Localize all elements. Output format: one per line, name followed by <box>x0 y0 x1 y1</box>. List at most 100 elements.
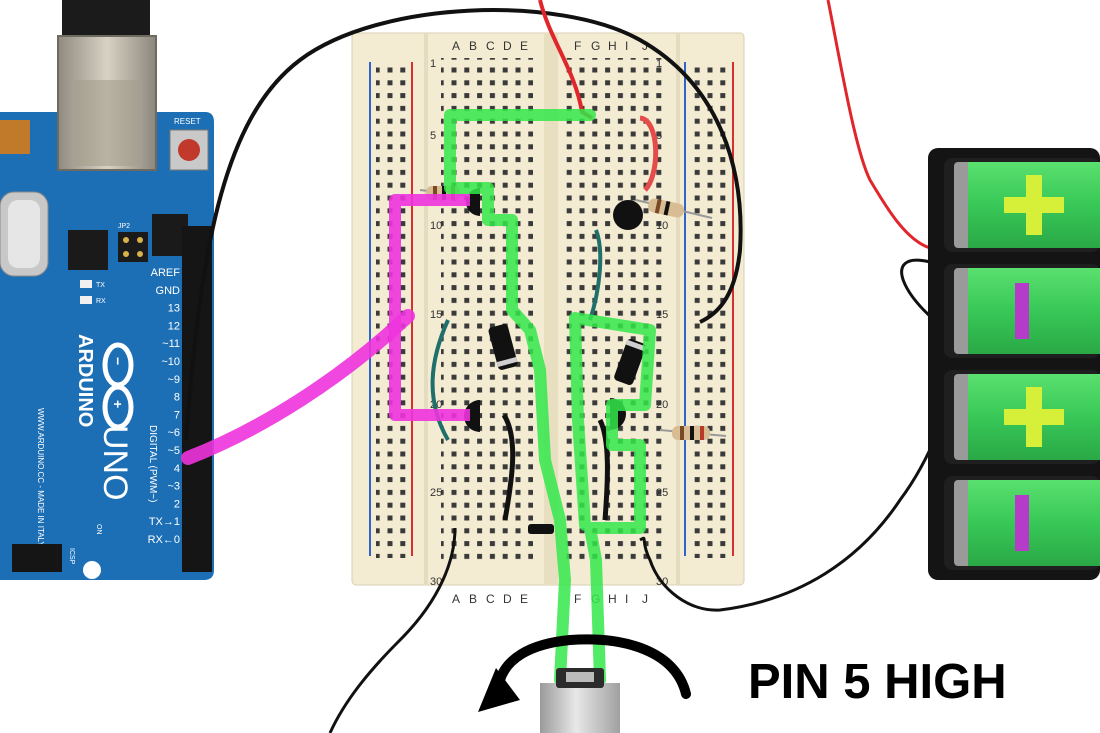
column-letter-bottom: C <box>486 592 495 606</box>
arduino-url: WWW.ARDUINO.CC - MADE IN ITALY <box>36 408 45 547</box>
rotation-arrow-head <box>478 668 520 712</box>
row-number-right: 1 <box>656 58 662 70</box>
column-letter-bottom: J <box>642 592 648 606</box>
base-drive-highlight <box>389 194 470 421</box>
battery-sign: + <box>0 0 1 1</box>
rx-silk: RX <box>96 298 106 305</box>
battery-sign: + <box>0 0 1 1</box>
header-pin-label: ~9 <box>167 374 180 386</box>
column-letter-top: H <box>608 39 617 53</box>
battery-sign: − <box>0 0 1 1</box>
pin5-signal-highlight <box>181 309 415 465</box>
row-number-left: 5 <box>430 130 436 142</box>
column-letter-top: I <box>625 39 628 53</box>
arduino-board: RESET JP2 TX RX − + <box>0 0 214 580</box>
reset-label: RESET <box>174 117 201 126</box>
header-pin-label: RX←0 <box>148 534 180 546</box>
digital-label: DIGITAL (PWM~) <box>147 425 158 503</box>
header-pin-label: AREF <box>151 267 181 279</box>
transistor-2 <box>613 200 643 230</box>
column-letter-top: B <box>469 39 477 53</box>
header-pin-label: ~6 <box>167 427 180 439</box>
black-jumper-left <box>501 413 516 521</box>
battery-black-wire <box>639 258 965 612</box>
arduino-pcb <box>0 112 214 580</box>
header-pin-label: 4 <box>174 463 180 475</box>
resistor-bottom-right <box>659 426 727 440</box>
column-letter-top: A <box>452 39 460 53</box>
column-letter-top: E <box>520 39 528 53</box>
svg-text:+: + <box>110 400 126 408</box>
column-letter-top: G <box>591 39 600 53</box>
black-jumper-right <box>597 418 610 521</box>
battery-cell: − <box>0 0 1100 358</box>
column-letter-bottom: E <box>520 592 528 606</box>
header-pin-label: 12 <box>168 320 180 332</box>
row-number-left: 15 <box>430 309 442 321</box>
battery-pack: +−+− <box>0 0 1100 580</box>
lower-black-wire <box>328 527 457 733</box>
capacitor <box>0 120 30 154</box>
current-path-right <box>569 312 656 686</box>
battery-red-wire-top <box>538 0 594 120</box>
header-pin-label: ~5 <box>167 445 180 457</box>
column-letter-top: C <box>486 39 495 53</box>
header-pin-label: 2 <box>174 498 180 510</box>
header-pin-label: GND <box>156 285 181 297</box>
teal-wire-left <box>430 319 450 441</box>
row-number-right: 20 <box>656 399 668 411</box>
ground-wire <box>184 8 743 441</box>
header-pin-label: 13 <box>168 303 180 315</box>
battery-red-wire <box>826 0 931 250</box>
column-letter-top: D <box>503 39 512 53</box>
on-label: ON <box>95 524 102 535</box>
row-number-right: 15 <box>656 309 668 321</box>
row-number-left: 10 <box>430 220 442 232</box>
column-letter-bottom: F <box>574 592 581 606</box>
header-pin-label: ~3 <box>167 481 180 493</box>
caption: PIN 5 HIGH <box>748 655 1007 709</box>
diode-right <box>614 339 647 385</box>
arduino-brand-text: ARDUINO <box>74 334 96 427</box>
diode-left <box>488 324 518 370</box>
digital-header <box>182 226 212 572</box>
dc-motor <box>540 668 620 733</box>
row-number-right: 5 <box>656 130 662 142</box>
usb-chip <box>68 230 108 270</box>
arduino-model-text: UNO <box>96 425 134 501</box>
red-jumper <box>639 115 659 192</box>
column-letter-bottom: D <box>503 592 512 606</box>
arduino-logo: − + <box>102 342 134 430</box>
teal-wire-right <box>588 229 603 321</box>
current-path-left <box>444 109 596 686</box>
header-pin-label: 8 <box>174 392 180 404</box>
rotation-arrow <box>495 634 691 699</box>
resistor-top-right <box>635 198 713 219</box>
header-pin-label: 7 <box>174 409 180 421</box>
row-number-left: 1 <box>430 58 436 70</box>
column-letter-top: F <box>574 39 581 53</box>
small-diode <box>528 524 554 534</box>
row-number-left: 25 <box>430 487 442 499</box>
icsp-header <box>12 544 62 572</box>
row-number-right: 25 <box>656 487 668 499</box>
row-number-right: 10 <box>656 220 668 232</box>
battery-cell: − <box>0 0 1100 570</box>
header-pin-label: TX→1 <box>149 516 180 528</box>
column-letter-bottom: A <box>452 592 460 606</box>
icsp-label: ICSP <box>68 548 75 565</box>
svg-text:−: − <box>110 357 126 365</box>
battery-sign: − <box>0 0 1 1</box>
battery-cell: + <box>0 0 1100 252</box>
jp2-label: JP2 <box>118 223 130 230</box>
column-letter-bottom: I <box>625 592 628 606</box>
column-letter-top: J <box>642 39 648 53</box>
header-pin-label: ~10 <box>161 356 180 368</box>
usb-cable <box>62 0 150 38</box>
column-letter-bottom: H <box>608 592 617 606</box>
